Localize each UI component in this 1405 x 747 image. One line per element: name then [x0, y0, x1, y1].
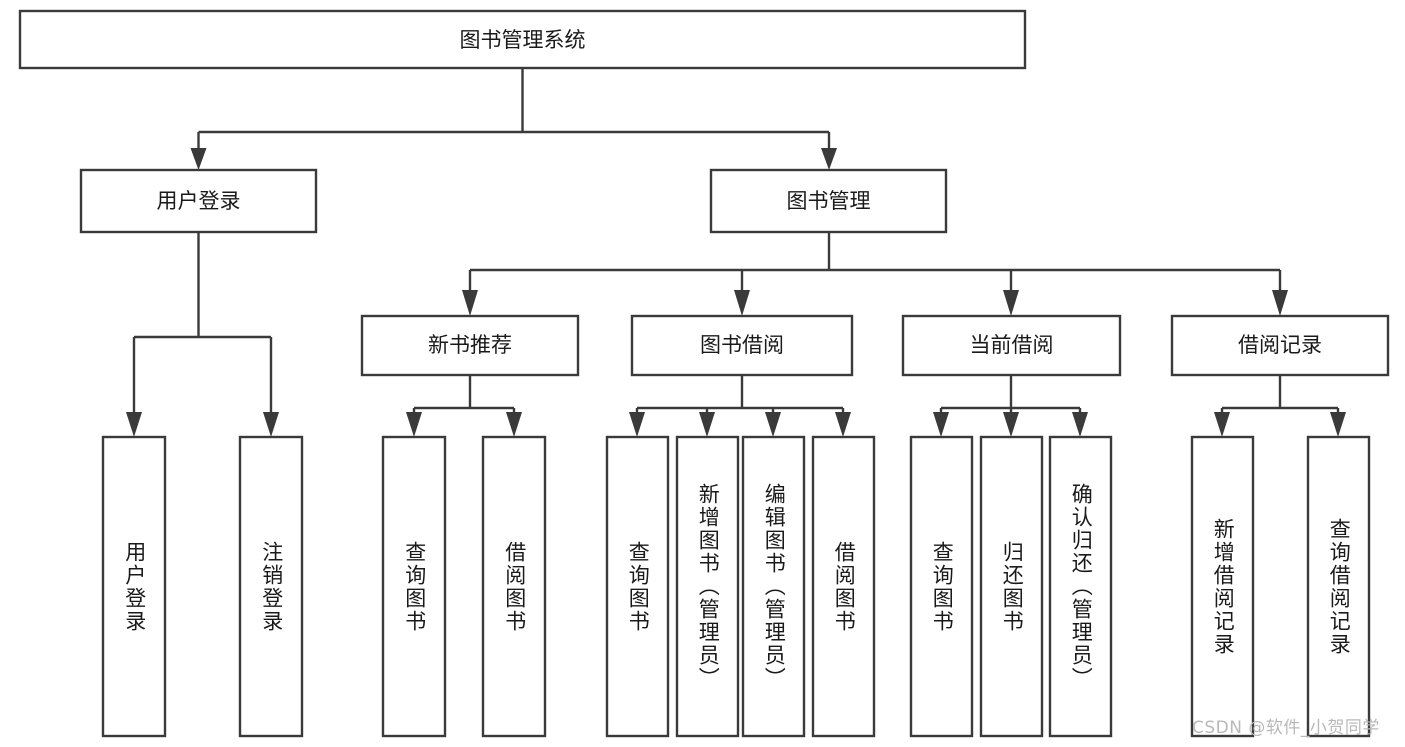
arrow-head-book-management [821, 148, 837, 170]
node-current-borrow-label: 当前借阅 [970, 333, 1054, 357]
node-root-label: 图书管理系统 [460, 28, 586, 52]
arrow-head-leaf-user-login [126, 412, 142, 437]
arrow-head-leaf-add-book [699, 412, 715, 437]
node-new-book-recommend-box[interactable] [360, 314, 580, 377]
node-current-borrow-box[interactable] [901, 314, 1122, 377]
node-borrow-record-box[interactable] [1170, 314, 1390, 377]
leaf-logout-box[interactable] [238, 435, 304, 738]
arrow-head-user-login [190, 148, 207, 170]
node-user-login-label: 用户登录 [157, 189, 241, 213]
node-book-borrow-box[interactable] [630, 314, 854, 377]
leaf-confirm-return-box[interactable] [1048, 435, 1113, 738]
node-user-login-box[interactable] [79, 168, 318, 234]
arrow-head-leaf-logout [263, 412, 279, 437]
leaf-return-book-box[interactable] [979, 435, 1044, 738]
leaf-query-book-3-box[interactable] [909, 435, 974, 738]
arrow-head-leaf-query-book-2 [629, 412, 645, 437]
arrow-head-leaf-return-book [1003, 412, 1019, 437]
arrow-head-leaf-query-record [1330, 412, 1346, 437]
node-book-borrow-label: 图书借阅 [700, 333, 784, 357]
leaf-borrow-book-2-box[interactable] [811, 435, 876, 738]
arrow-head-leaf-edit-book [765, 412, 781, 437]
leaf-borrow-book-1-box[interactable] [481, 435, 547, 738]
arrow-head-new-book-recommend [462, 290, 478, 316]
arrow-head-current-borrow [1003, 290, 1019, 316]
arrow-head-leaf-confirm-return [1072, 412, 1088, 437]
leaf-query-book-1-box[interactable] [381, 435, 447, 738]
node-borrow-record-label: 借阅记录 [1238, 333, 1322, 357]
leaf-add-record-box[interactable] [1190, 435, 1255, 738]
connector-layer [126, 68, 1346, 437]
node-new-book-recommend-label: 新书推荐 [428, 333, 512, 357]
arrow-head-leaf-query-book-1 [406, 412, 422, 437]
leaf-query-book-2-box[interactable] [605, 435, 670, 738]
leaf-user-login-box[interactable] [101, 435, 167, 738]
arrow-head-leaf-query-book-3 [933, 412, 949, 437]
csdn-watermark: CSDN @软件_小贺同学 [1192, 718, 1380, 738]
arrow-head-leaf-borrow-book-2 [835, 412, 851, 437]
leaf-add-book-box[interactable] [675, 435, 740, 738]
arrow-head-leaf-add-record [1214, 412, 1230, 437]
arrow-head-book-borrow [734, 290, 750, 316]
arrow-head-borrow-record [1272, 290, 1288, 316]
leaf-edit-book-box[interactable] [741, 435, 806, 738]
node-book-management-box[interactable] [709, 168, 948, 234]
node-root-box[interactable] [18, 9, 1027, 70]
arrow-head-leaf-borrow-book-1 [506, 412, 522, 437]
node-box-layer: 图书管理系统 用户登录 图书管理 新书推荐 图书借阅 当前借阅 借阅记录 [18, 9, 1390, 738]
leaf-query-record-box[interactable] [1306, 435, 1371, 738]
node-book-management-label: 图书管理 [787, 189, 871, 213]
